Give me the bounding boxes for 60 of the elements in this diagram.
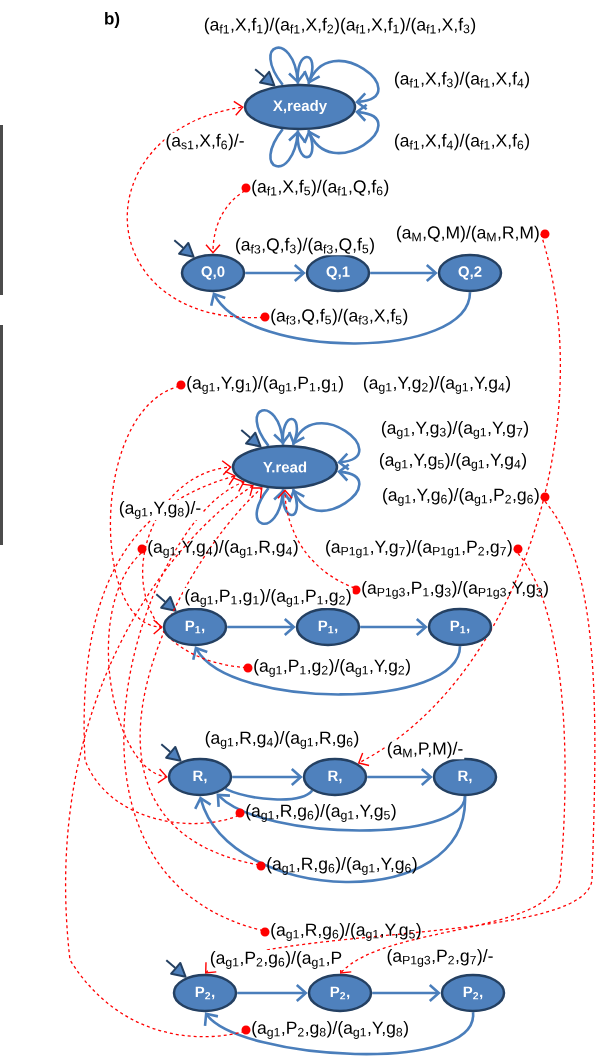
self-loop-arrow <box>296 55 321 84</box>
initial-state-marker <box>165 959 187 978</box>
self-loop-arrow <box>296 130 321 159</box>
dashed-arrow <box>357 233 561 767</box>
initial-state-marker <box>173 239 195 258</box>
self-loop-arrow <box>291 422 361 471</box>
transition-label: (a$_{P1g1}$,Y,g$_{7}$)/(a$_{P1g1}$,P$_{2}$,g$_{7}$) <box>326 540 512 558</box>
arrow <box>370 264 438 282</box>
self-loop-arrow <box>307 59 380 111</box>
edge-label: (a$_{f3}$,Q,f$_{3}$)/(a$_{f3}$,Q,f$_{5}$) <box>233 236 377 256</box>
transition-label: (a$_{f1}$,X,f$_{3}$)/(a$_{f1}$,X,f$_{4}$) <box>392 70 532 90</box>
self-loop-arrow <box>255 487 292 525</box>
self-loop-arrow <box>291 463 361 512</box>
arrow <box>245 264 306 282</box>
transition-label: (a$_{g1}$,P$_{1}$,g$_{2}$)/(a$_{g1}$,Y,g$_{2}$) <box>254 659 410 677</box>
transition-label: (a$_{g1}$,Y,g$_{6}$)/(a$_{g1}$,P$_{2}$,g$_{6}$) <box>383 488 539 506</box>
transition-label: (a$_{g1}$,Y,g$_{2}$)/(a$_{g1}$,Y,g$_{4}$) <box>361 375 513 395</box>
self-loop-arrow <box>269 46 307 86</box>
dashed-arrow <box>139 487 266 867</box>
edge-label: (a$_{g1}$,R,g$_{4}$)/(a$_{g1}$,R,g$_{6}$) <box>203 730 361 750</box>
transition-label: (a$_{M}$,Q,M)/(a$_{M}$,R,M) <box>397 225 539 243</box>
panel-label: b) <box>105 12 120 28</box>
transition-label: (a$_{f3}$,Q,f$_{5}$)/(a$_{f3}$,X,f$_{5}$) <box>271 308 408 326</box>
initial-state-marker <box>254 68 276 87</box>
transition-label: (a$_{f1}$,X,f$_{1}$)/(a$_{f1}$,X,f$_{2}$)(a$_{f1}$,X,f$_{1}$)/(a$_{f1}$,X,f$_{3}$) <box>202 16 478 36</box>
arrow <box>237 984 308 1002</box>
transition-label: (a$_{f1}$,X,f$_{5}$)/(a$_{f1}$,Q,f$_{6}$) <box>252 179 389 197</box>
arrow <box>232 768 303 786</box>
arrow <box>227 618 296 636</box>
edge-label: (a$_{g1}$,P$_{1}$,g$_{1}$)/(a$_{g1}$,P$_{1}$,g$_{2}$) <box>183 588 353 608</box>
transition-label: (a$_{g1}$,Y,g$_{5}$)/(a$_{g1}$,Y,g$_{4}$) <box>377 452 529 472</box>
transition-label: (a$_{g1}$,Y,g$_{8}$)/- <box>117 500 203 520</box>
transition-label: (a$_{s1}$,X,f$_{6}$)/- <box>164 132 246 152</box>
transition-label: (a$_{g1}$,R,g$_{6}$)/(a$_{g1}$,Y,g$_{5}$) <box>271 923 421 941</box>
edge-label: (a$_{g1}$,P$_{2}$,g$_{6}$)/(a$_{g1}$,P <box>208 950 344 970</box>
initial-state-marker <box>160 743 182 762</box>
arrow <box>192 645 462 696</box>
self-loop-arrow <box>269 128 307 168</box>
initial-state-marker <box>240 429 262 448</box>
arrow <box>209 291 472 345</box>
self-loop-arrow <box>281 417 305 445</box>
initial-state-marker <box>155 593 177 612</box>
arrow <box>372 984 441 1002</box>
arrow <box>367 768 433 786</box>
edge-label: (a$_{M}$,P,M)/- <box>385 740 465 760</box>
transition-label: (a$_{f1}$,X,f$_{4}$)/(a$_{f1}$,X,f$_{6}$) <box>392 132 532 152</box>
self-loop-arrow <box>255 409 292 447</box>
edge-label: (a$_{P1g3}$,P$_{2}$,g$_{7}$)/- <box>385 948 495 968</box>
arrow <box>216 793 467 832</box>
dashed-arrow <box>65 483 254 1038</box>
transition-label: (a$_{g1}$,Y,g$_{1}$)/(a$_{g1}$,P$_{1}$,g$_{1}$) <box>187 376 343 394</box>
transition-label: (a$_{P1g3}$,P$_{1}$,g$_{3}$)/(a$_{P1g3}$,Y,g$_{3}$) <box>362 581 548 599</box>
transition-label: (a$_{g1}$,Y,g$_{4}$)/(a$_{g1}$,R,g$_{4}$) <box>148 540 298 558</box>
transition-label: (a$_{g1}$,P$_{2}$,g$_{8}$)/(a$_{g1}$,Y,g$_{8}$) <box>252 1021 408 1039</box>
arrow <box>194 796 467 884</box>
self-loop-arrow <box>281 489 305 517</box>
arrow <box>203 1011 475 1056</box>
arrow <box>360 618 428 636</box>
self-loop-arrow <box>307 103 380 155</box>
transition-label: (a$_{g1}$,Y,g$_{3}$)/(a$_{g1}$,Y,g$_{7}$) <box>379 420 531 440</box>
